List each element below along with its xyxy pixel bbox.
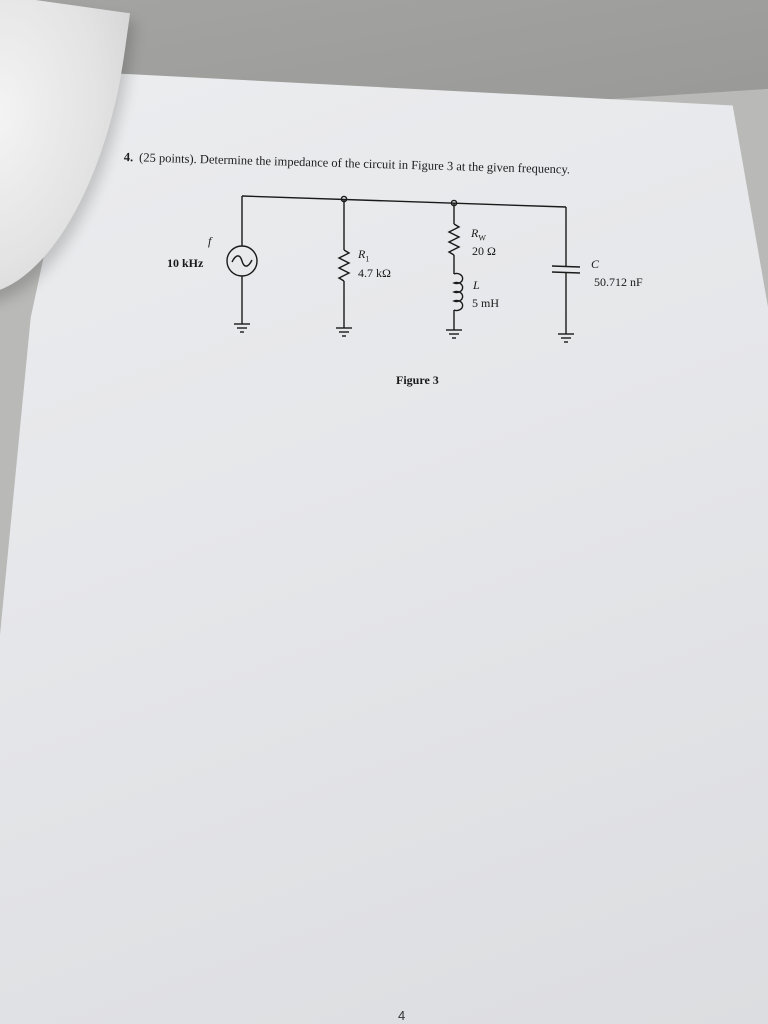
inductor-l bbox=[452, 272, 464, 330]
source-frequency-label: 10 kHz bbox=[167, 256, 204, 270]
ground-symbol-source bbox=[234, 323, 250, 333]
resistor-r1 bbox=[337, 199, 351, 328]
r1-symbol-label: R1 bbox=[358, 247, 370, 264]
page-number: 4 bbox=[398, 1008, 406, 1023]
inductor-symbol-label: L bbox=[473, 278, 480, 292]
ac-source bbox=[226, 196, 258, 324]
source-symbol-label: f bbox=[208, 234, 212, 248]
capacitor-c bbox=[551, 207, 581, 334]
figure-caption: Figure 3 bbox=[396, 373, 439, 387]
ground-symbol-rl bbox=[446, 329, 462, 339]
capacitor-value-label: 50.712 nF bbox=[594, 275, 643, 289]
top-wire bbox=[241, 195, 567, 208]
rw-symbol-label: RW bbox=[471, 226, 486, 243]
ground-symbol-c bbox=[558, 333, 574, 343]
ground-symbol-r1 bbox=[336, 327, 352, 337]
inductor-value-label: 5 mH bbox=[472, 296, 499, 310]
resistor-rw bbox=[447, 203, 461, 274]
rw-value-label: 20 Ω bbox=[472, 244, 496, 258]
r1-value-label: 4.7 kΩ bbox=[358, 266, 391, 280]
capacitor-symbol-label: C bbox=[591, 257, 600, 271]
